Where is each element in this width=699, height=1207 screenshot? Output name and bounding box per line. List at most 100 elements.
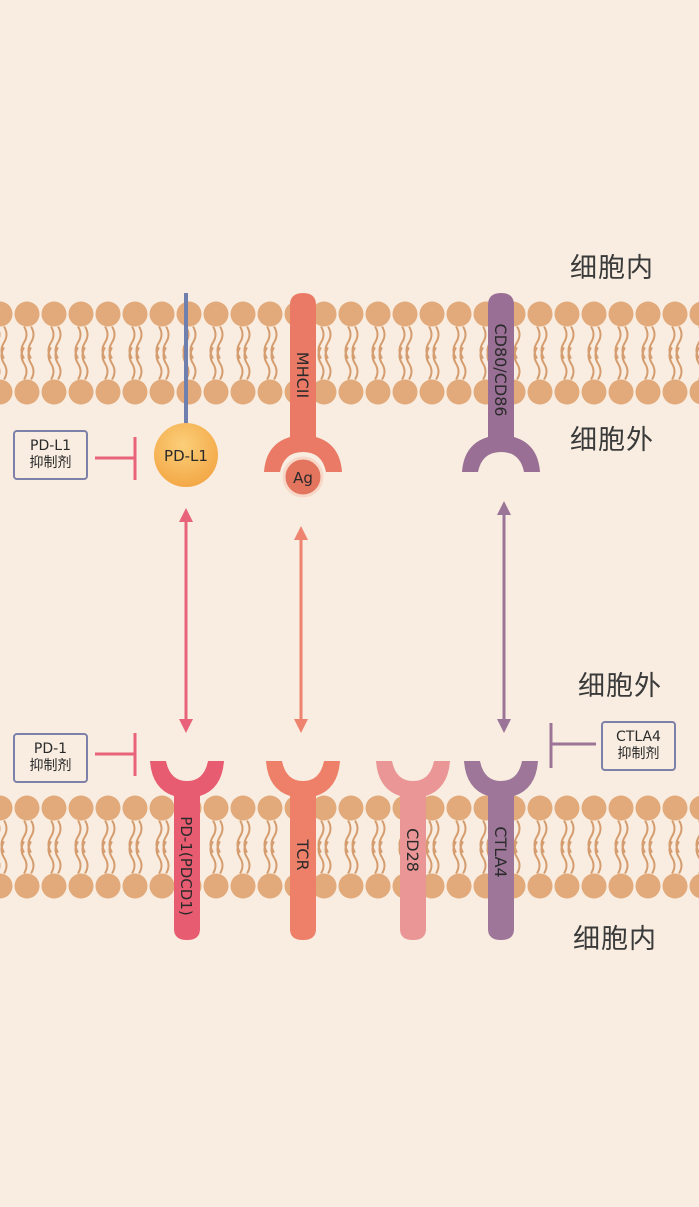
lipid-head [149,301,175,327]
pdl1-inhibitor-box: PD-L1 抑制剂 [13,430,88,480]
lipid-head [14,301,40,327]
lipid-tail [344,819,359,875]
mhc-label: MHCII [293,352,312,398]
lipid-head [149,379,175,405]
pd1-receptor [150,761,224,940]
lipid-tail [668,819,683,875]
lipid-tail [101,325,116,381]
lipid-tail [74,325,89,381]
lipid-head [68,795,94,821]
lipid-head [554,379,580,405]
lipid-head [230,873,256,899]
lipid-tail [371,325,386,381]
lipid-head [608,795,634,821]
lipid-head [203,873,229,899]
lipid-head [662,873,688,899]
lipid-head [14,379,40,405]
lipid-head [122,873,148,899]
lipid-tail [128,819,143,875]
lipid-head [662,795,688,821]
ctla4-label: CTLA4 [491,826,510,877]
cd28-label: CD28 [403,828,422,872]
lipid-head [419,301,445,327]
lipid-head [41,795,67,821]
lipid-head [203,301,229,327]
lipid-head [68,301,94,327]
lipid-head [608,873,634,899]
lipid-tail [20,325,35,381]
lower-cell-membrane [0,795,699,899]
lipid-head [527,301,553,327]
lipid-head [311,795,337,821]
lipid-head [662,301,688,327]
lipid-head [392,379,418,405]
lipid-tail [317,819,332,875]
lipid-tail [614,819,629,875]
pdl1-inhibitor-type: 抑制剂 [29,455,72,471]
lipid-tail [74,819,89,875]
region-label-extracellular-bottom: 细胞外 [578,671,662,702]
tcr-receptor [266,761,340,940]
antigen-label: Ag [293,469,313,487]
lipid-head [176,301,202,327]
lipid-head [68,379,94,405]
lipid-head [581,795,607,821]
lipid-head [338,301,364,327]
lipid-head [392,301,418,327]
lipid-head [203,379,229,405]
ctla4-inhibitor-box: CTLA4 抑制剂 [601,721,676,771]
lipid-head [14,873,40,899]
lipid-head [446,379,472,405]
lipid-head [527,795,553,821]
lipid-head [0,379,13,405]
arrow-mhc-tcr [294,526,308,733]
lipid-head [95,379,121,405]
lipid-head [311,873,337,899]
upper-cell-membrane [0,301,699,405]
lipid-tail [263,325,278,381]
region-label-extracellular-top: 细胞外 [570,425,654,456]
lipid-head [95,873,121,899]
pd1-inhibitor-type: 抑制剂 [29,758,72,774]
lipid-head [257,873,283,899]
pdl1-ball [154,423,218,487]
region-label-intracellular-bottom: 细胞内 [573,924,657,955]
lipid-head [41,873,67,899]
lipid-head [689,301,699,327]
ctla4-inhibitor-type: 抑制剂 [617,746,660,762]
lipid-head [0,795,13,821]
lipid-tail [587,819,602,875]
lipid-head [554,795,580,821]
lipid-tail [20,819,35,875]
lipid-head [527,873,553,899]
lipid-head [419,379,445,405]
lipid-head [608,379,634,405]
lipid-tail [398,325,413,381]
lipid-head [14,795,40,821]
lipid-head [635,301,661,327]
lipid-head [338,873,364,899]
lipid-head [95,795,121,821]
lipid-head [446,795,472,821]
antigen-ball [282,456,324,498]
lipid-tail [533,325,548,381]
lipid-head [689,379,699,405]
lipid-head [230,301,256,327]
lipid-tail [371,819,386,875]
lipid-head [662,379,688,405]
lipid-head [230,379,256,405]
lipid-tail [317,325,332,381]
lipid-head [635,873,661,899]
lipid-head [257,301,283,327]
lipid-head [554,873,580,899]
lipid-head [635,379,661,405]
pd1-inhibitor-box: PD-1 抑制剂 [13,733,88,783]
lipid-tail [452,325,467,381]
lipid-head [446,301,472,327]
inhibition-bar-pdl1 [95,437,137,480]
lipid-tail [155,325,170,381]
lipid-head [257,379,283,405]
lipid-head [689,795,699,821]
lipid-tail [128,325,143,381]
lipid-head [0,301,13,327]
